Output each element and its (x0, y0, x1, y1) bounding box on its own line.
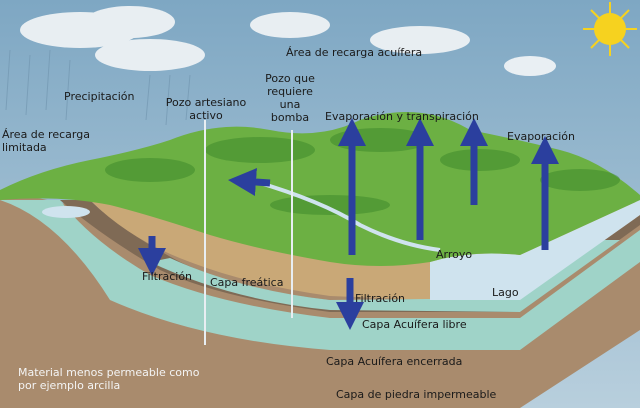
label-unconfined-aquifer: Capa Acuífera libre (362, 318, 467, 331)
lake (430, 200, 640, 300)
label-water-table: Capa freática (210, 276, 284, 289)
label-impermeable-bedrock: Capa de piedra impermeable (336, 388, 497, 401)
label-artesian-well: Pozo artesiano activo (165, 96, 247, 122)
label-lake: Lago (492, 286, 519, 299)
sun-icon (583, 2, 637, 56)
unconfined-aquifer-layer (150, 240, 620, 312)
label-infiltration-left: Filtración (142, 270, 193, 283)
confined-aquifer-layer (0, 200, 640, 350)
label-evapotranspiration: Evaporación y transpiración (325, 110, 479, 123)
lateral-flow-arrow (228, 168, 271, 196)
label-confined-aquifer: Capa Acuífera encerrada (326, 355, 463, 368)
rain (5, 49, 191, 126)
label-limited-recharge: Área de recarga limitada (2, 128, 90, 154)
stream (249, 178, 441, 252)
label-evaporation: Evaporación (507, 130, 575, 143)
label-precipitation: Precipitación (64, 90, 135, 103)
clouds (20, 6, 556, 76)
hill-shading (105, 128, 620, 215)
label-recharge-area: Área de recarga acuífera (286, 46, 423, 59)
label-pump-well: Pozo que requiere una bomba (265, 72, 315, 124)
label-stream: Arroyo (436, 248, 473, 261)
spring-pond (42, 206, 90, 218)
label-less-permeable: Material menos permeable como por ejempl… (18, 366, 200, 392)
label-infiltration-right: Filtración (355, 292, 406, 305)
